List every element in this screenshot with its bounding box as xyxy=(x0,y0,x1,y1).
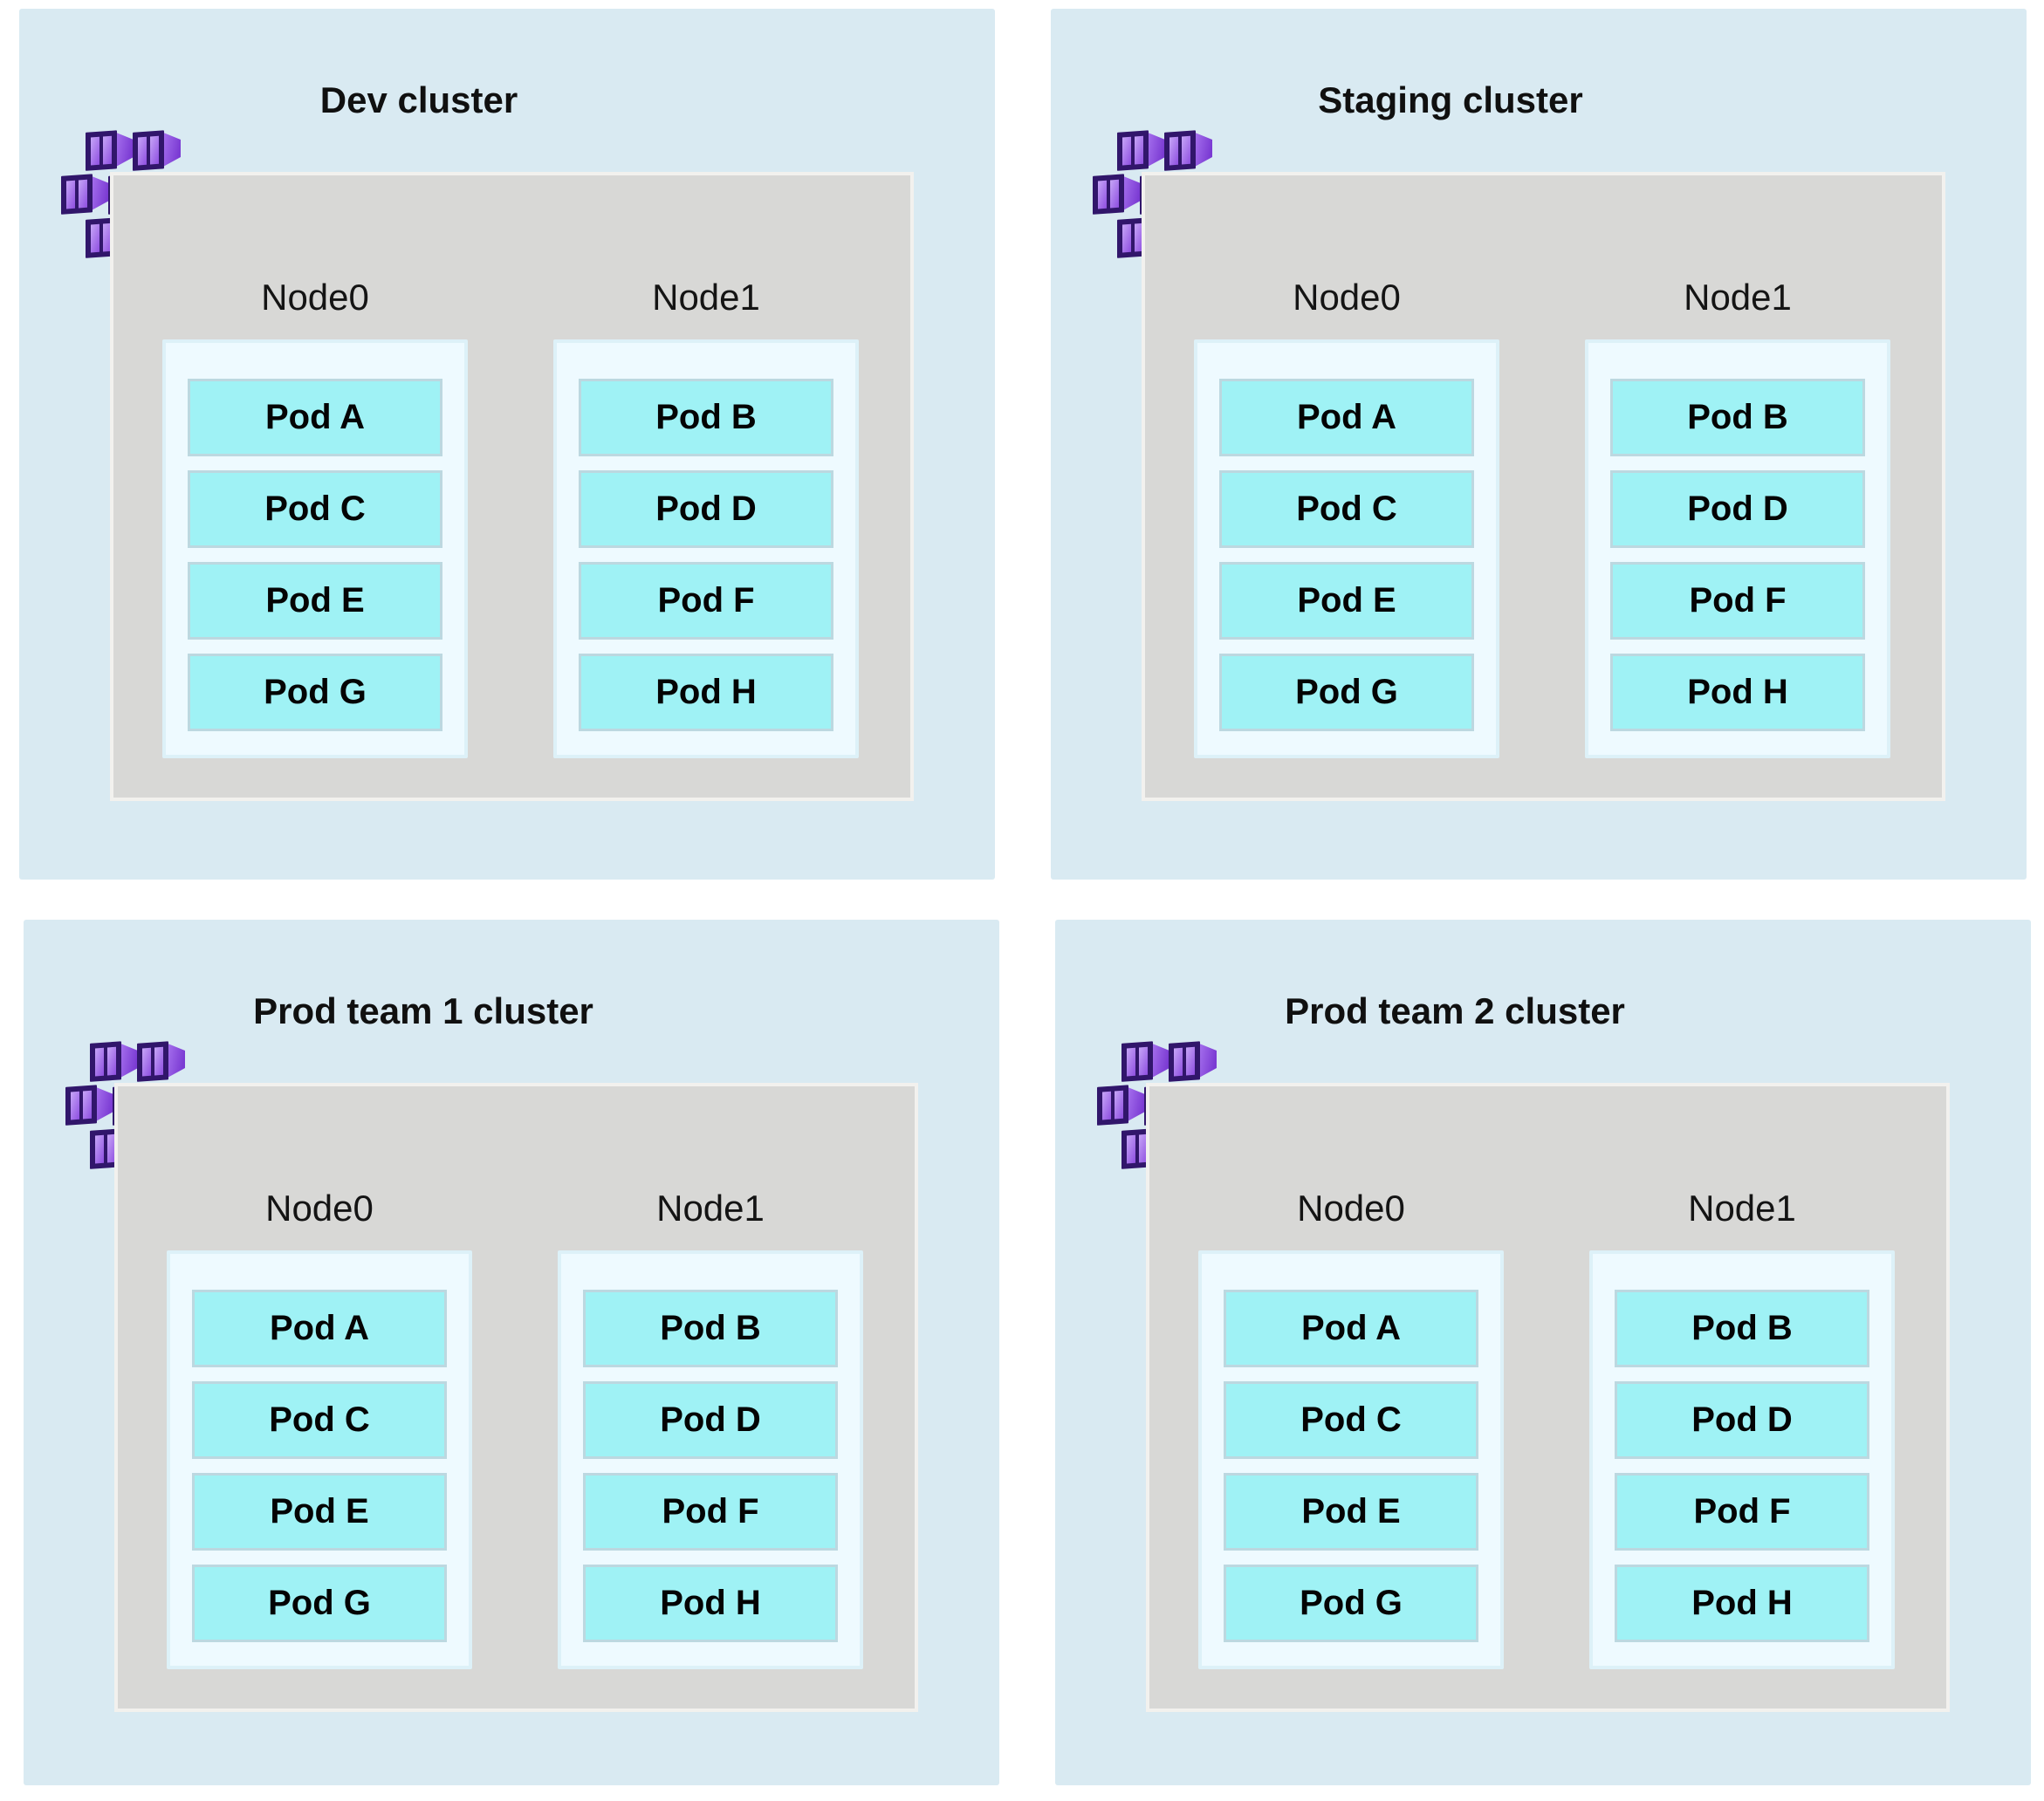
node-box: Pod A Pod C Pod E Pod G xyxy=(162,339,468,758)
node-column-0: Node0 Pod A Pod C Pod E Pod G xyxy=(167,1086,472,1697)
cluster-card-dev: Dev cluster Node0 Pod A Pod C Pod E Pod … xyxy=(19,9,995,880)
cluster-title: Prod team 2 cluster xyxy=(1285,990,1625,1031)
pod-box: Pod E xyxy=(1224,1473,1478,1551)
pod-box: Pod F xyxy=(583,1473,838,1551)
pod-box: Pod H xyxy=(579,654,833,731)
pod-box: Pod E xyxy=(192,1473,447,1551)
pod-box: Pod F xyxy=(1610,562,1865,640)
pod-box: Pod A xyxy=(1224,1290,1478,1367)
node-box: Pod A Pod C Pod E Pod G xyxy=(1198,1250,1504,1669)
node-label: Node0 xyxy=(1293,277,1401,318)
node-label: Node0 xyxy=(261,277,369,318)
pod-box: Pod G xyxy=(188,654,442,731)
pod-box: Pod D xyxy=(1610,470,1865,548)
node-column-1: Node1 Pod B Pod D Pod F Pod H xyxy=(1585,175,1890,786)
cluster-card-staging: Staging cluster Node0 Pod A Pod C Pod E … xyxy=(1051,9,2027,880)
pod-box: Pod E xyxy=(188,562,442,640)
node-column-0: Node0 Pod A Pod C Pod E Pod G xyxy=(1198,1086,1504,1697)
pod-box: Pod H xyxy=(1615,1565,1869,1642)
node-column-1: Node1 Pod B Pod D Pod F Pod H xyxy=(558,1086,863,1697)
node-column-1: Node1 Pod B Pod D Pod F Pod H xyxy=(1589,1086,1895,1697)
cluster-title: Staging cluster xyxy=(1318,79,1583,120)
cluster-card-prod-team-2: Prod team 2 cluster Node0 Pod A Pod C Po… xyxy=(1055,920,2031,1785)
pod-box: Pod D xyxy=(579,470,833,548)
pod-box: Pod C xyxy=(1224,1381,1478,1459)
nodes-panel: Node0 Pod A Pod C Pod E Pod G Node1 Pod … xyxy=(110,172,914,801)
pod-box: Pod F xyxy=(1615,1473,1869,1551)
node-label: Node1 xyxy=(656,1188,765,1229)
node-box: Pod A Pod C Pod E Pod G xyxy=(1194,339,1499,758)
pod-box: Pod B xyxy=(1610,379,1865,456)
pod-box: Pod D xyxy=(583,1381,838,1459)
pod-box: Pod B xyxy=(579,379,833,456)
pod-box: Pod F xyxy=(579,562,833,640)
node-column-0: Node0 Pod A Pod C Pod E Pod G xyxy=(1194,175,1499,786)
nodes-panel: Node0 Pod A Pod C Pod E Pod G Node1 Pod … xyxy=(1146,1083,1950,1712)
node-box: Pod B Pod D Pod F Pod H xyxy=(558,1250,863,1669)
cluster-title: Prod team 1 cluster xyxy=(253,990,593,1031)
pod-box: Pod G xyxy=(192,1565,447,1642)
pod-box: Pod C xyxy=(188,470,442,548)
pod-box: Pod E xyxy=(1219,562,1474,640)
pod-box: Pod C xyxy=(1219,470,1474,548)
node-label: Node0 xyxy=(1297,1188,1405,1229)
node-label: Node1 xyxy=(1688,1188,1796,1229)
node-label: Node0 xyxy=(265,1188,374,1229)
cluster-title: Dev cluster xyxy=(319,79,518,120)
node-box: Pod A Pod C Pod E Pod G xyxy=(167,1250,472,1669)
pod-box: Pod D xyxy=(1615,1381,1869,1459)
pod-box: Pod C xyxy=(192,1381,447,1459)
nodes-panel: Node0 Pod A Pod C Pod E Pod G Node1 Pod … xyxy=(114,1083,918,1712)
pod-box: Pod G xyxy=(1219,654,1474,731)
pod-box: Pod G xyxy=(1224,1565,1478,1642)
pod-box: Pod H xyxy=(583,1565,838,1642)
node-box: Pod B Pod D Pod F Pod H xyxy=(1585,339,1890,758)
node-label: Node1 xyxy=(1684,277,1792,318)
pod-box: Pod H xyxy=(1610,654,1865,731)
nodes-panel: Node0 Pod A Pod C Pod E Pod G Node1 Pod … xyxy=(1142,172,1945,801)
cluster-card-prod-team-1: Prod team 1 cluster Node0 Pod A Pod C Po… xyxy=(24,920,999,1785)
node-column-0: Node0 Pod A Pod C Pod E Pod G xyxy=(162,175,468,786)
node-box: Pod B Pod D Pod F Pod H xyxy=(553,339,859,758)
pod-box: Pod A xyxy=(1219,379,1474,456)
node-label: Node1 xyxy=(652,277,760,318)
pod-box: Pod B xyxy=(1615,1290,1869,1367)
pod-box: Pod A xyxy=(192,1290,447,1367)
pod-box: Pod B xyxy=(583,1290,838,1367)
node-column-1: Node1 Pod B Pod D Pod F Pod H xyxy=(553,175,859,786)
node-box: Pod B Pod D Pod F Pod H xyxy=(1589,1250,1895,1669)
pod-box: Pod A xyxy=(188,379,442,456)
